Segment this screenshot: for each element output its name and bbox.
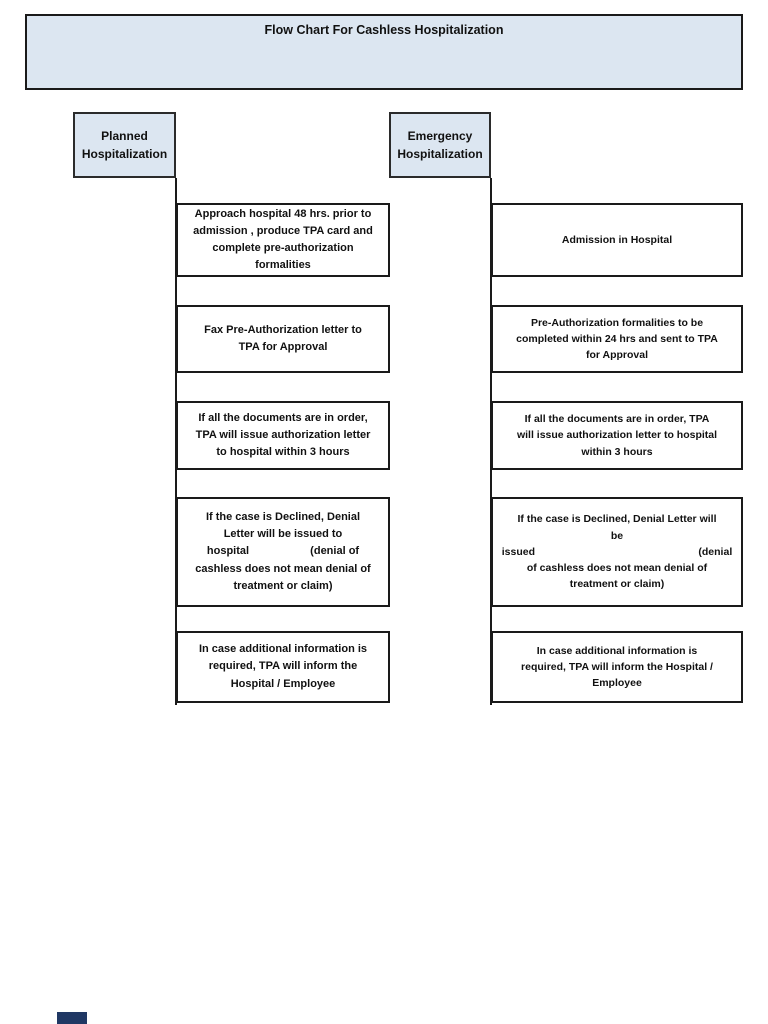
flow-box-emergency-step-2: Pre-Authorization formalities to be comp… (491, 305, 743, 373)
flow-box-emergency-step-3: If all the documents are in order, TPA w… (491, 401, 743, 470)
flow-box-planned-step-1: Approach hospital 48 hrs. prior to admis… (176, 203, 390, 277)
next-page-table-corner-mark (57, 1012, 87, 1024)
flow-box-emergency-step-1: Admission in Hospital (491, 203, 743, 277)
emergency-hospitalization-header: Emergency Hospitalization (389, 112, 491, 178)
flow-box-emergency-step-5: In case additional information is requir… (491, 631, 743, 703)
flow-box-planned-step-3: If all the documents are in order, TPA w… (176, 401, 390, 470)
flow-box-planned-step-5: In case additional information is requir… (176, 631, 390, 703)
chart-title: Flow Chart For Cashless Hospitalization (25, 14, 743, 90)
flow-box-planned-step-4: If the case is Declined, Denial Letter w… (176, 497, 390, 607)
flow-box-emergency-step-4: If the case is Declined, Denial Letter w… (491, 497, 743, 607)
flow-box-planned-step-2: Fax Pre-Authorization letter to TPA for … (176, 305, 390, 373)
planned-hospitalization-header: Planned Hospitalization (73, 112, 176, 178)
